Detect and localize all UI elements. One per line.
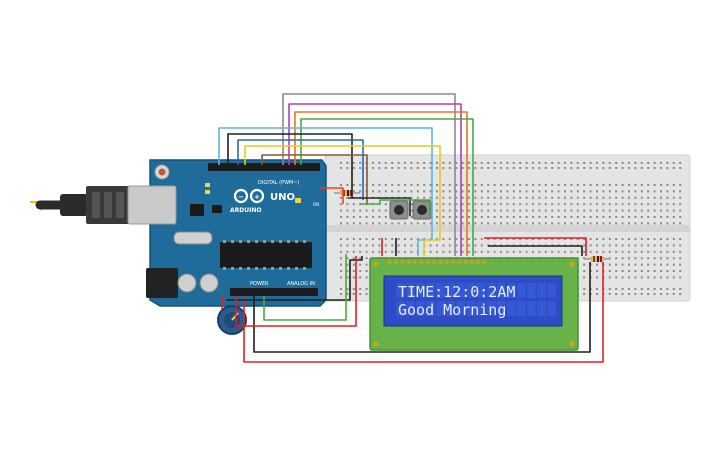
arduino-uno-board: − + ARDUINO UNO DIGITAL (PWM~) POWER ANA…: [127, 159, 327, 307]
svg-text:+: +: [254, 193, 260, 201]
lcd-line-1: TIME:12:0:2AM: [398, 283, 515, 301]
push-button-1: [389, 200, 409, 220]
power-pins-label: POWER: [250, 281, 269, 287]
svg-text:−: −: [238, 193, 244, 201]
arduino-logo-icon: [233, 188, 265, 204]
arduino-brand: ARDUINO: [230, 207, 261, 214]
power-led-label: ON: [313, 202, 319, 207]
push-button-2: [412, 200, 432, 220]
potentiometer: [217, 305, 247, 335]
lcd-module: TIME:12:0:2AM Good Morning: [369, 257, 579, 351]
usb-cable: [30, 186, 132, 224]
lcd-line-2: Good Morning: [398, 301, 506, 319]
digital-pins-label: DIGITAL (PWM~): [258, 180, 300, 186]
arduino-model: UNO: [270, 192, 295, 203]
analog-pins-label: ANALOG IN: [287, 281, 315, 287]
resistor-2: [584, 256, 610, 262]
wires: [218, 93, 604, 363]
